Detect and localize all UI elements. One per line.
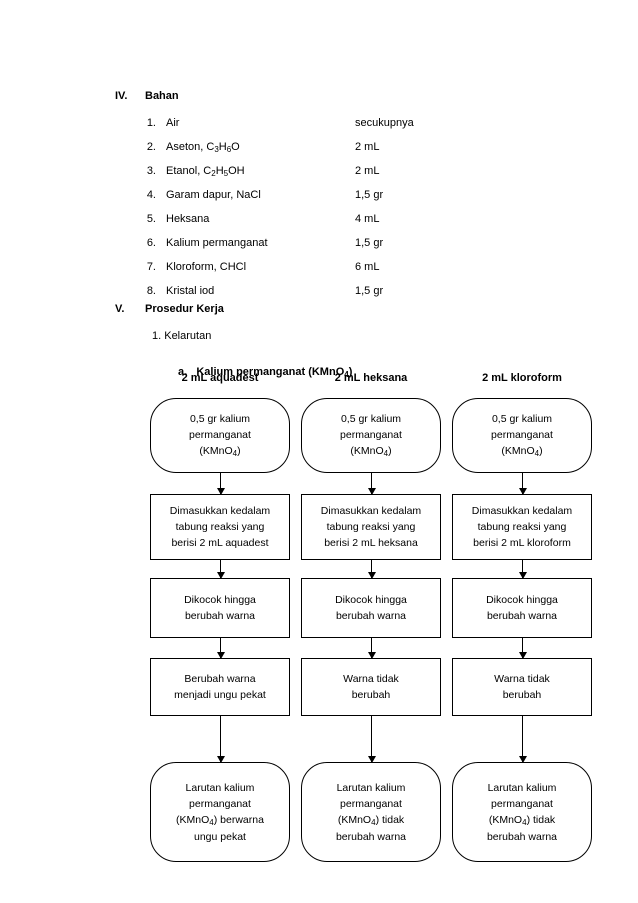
material-row: 5. Heksana 4 mL — [140, 213, 570, 237]
material-number: 4. — [146, 189, 156, 201]
material-name: Air — [166, 117, 180, 129]
procedure-item-kelarutan: 1. Kelarutan — [152, 330, 212, 342]
material-quantity: 4 mL — [355, 213, 380, 225]
section-title-bahan: Bahan — [145, 90, 179, 102]
material-quantity: 6 mL — [355, 261, 380, 273]
material-number: 8. — [146, 285, 156, 297]
material-quantity: 1,5 gr — [355, 285, 384, 297]
flow-arrow — [518, 716, 527, 763]
material-number: 1. — [146, 117, 156, 129]
material-number: 7. — [146, 261, 156, 273]
flow-arrow — [216, 716, 225, 763]
flow-arrow — [216, 560, 225, 579]
flow-column-title: 2 mL kloroform — [482, 372, 562, 384]
material-number: 3. — [146, 165, 156, 177]
flow-arrow — [518, 638, 527, 659]
material-row: 1. Air secukupnya — [140, 117, 570, 141]
material-quantity: 1,5 gr — [355, 237, 384, 249]
material-number: 2. — [146, 141, 156, 153]
material-row: 4. Garam dapur, NaCl 1,5 gr — [140, 189, 570, 213]
material-row: 7. Kloroform, CHCl 6 mL — [140, 261, 570, 285]
material-name: Etanol, C2H5OH — [166, 165, 245, 178]
material-number: 5. — [146, 213, 156, 225]
flow-arrow — [216, 638, 225, 659]
material-row: 8. Kristal iod 1,5 gr — [140, 285, 570, 309]
material-quantity: 2 mL — [355, 165, 380, 177]
flow-column-title: 2 mL aquadest — [181, 372, 259, 384]
material-quantity: 1,5 gr — [355, 189, 384, 201]
material-name: Kloroform, CHCl — [166, 261, 247, 273]
material-row: 2. Aseton, C3H6O 2 mL — [140, 141, 570, 165]
section-numeral-prosedur: V. — [115, 303, 125, 315]
flow-arrow — [518, 473, 527, 495]
material-number: 6. — [146, 237, 156, 249]
material-name: Kalium permanganat — [166, 237, 268, 249]
section-numeral-bahan: IV. — [115, 90, 128, 102]
procedure-subitem-kmno4: a. Kalium permanganat (KMnO4) — [178, 366, 353, 379]
material-row: 6. Kalium permanganat 1,5 gr — [140, 237, 570, 261]
flow-arrow — [216, 473, 225, 495]
flow-arrow — [367, 560, 376, 579]
flow-column-title: 2 mL heksana — [334, 372, 408, 384]
material-name: Garam dapur, NaCl — [166, 189, 261, 201]
flow-arrow — [367, 716, 376, 763]
flow-arrow — [518, 560, 527, 579]
section-title-prosedur: Prosedur Kerja — [145, 303, 224, 315]
flow-arrow — [367, 473, 376, 495]
materials-list: 1. Air secukupnya 2. Aseton, C3H6O 2 mL 3. Etan… — [140, 117, 570, 309]
material-quantity: 2 mL — [355, 141, 380, 153]
material-quantity: secukupnya — [355, 117, 414, 129]
flow-arrow — [367, 638, 376, 659]
material-name: Heksana — [166, 213, 210, 225]
material-name: Kristal iod — [166, 285, 215, 297]
material-name: Aseton, C3H6O — [166, 141, 240, 154]
material-row: 3. Etanol, C2H5OH 2 mL — [140, 165, 570, 189]
